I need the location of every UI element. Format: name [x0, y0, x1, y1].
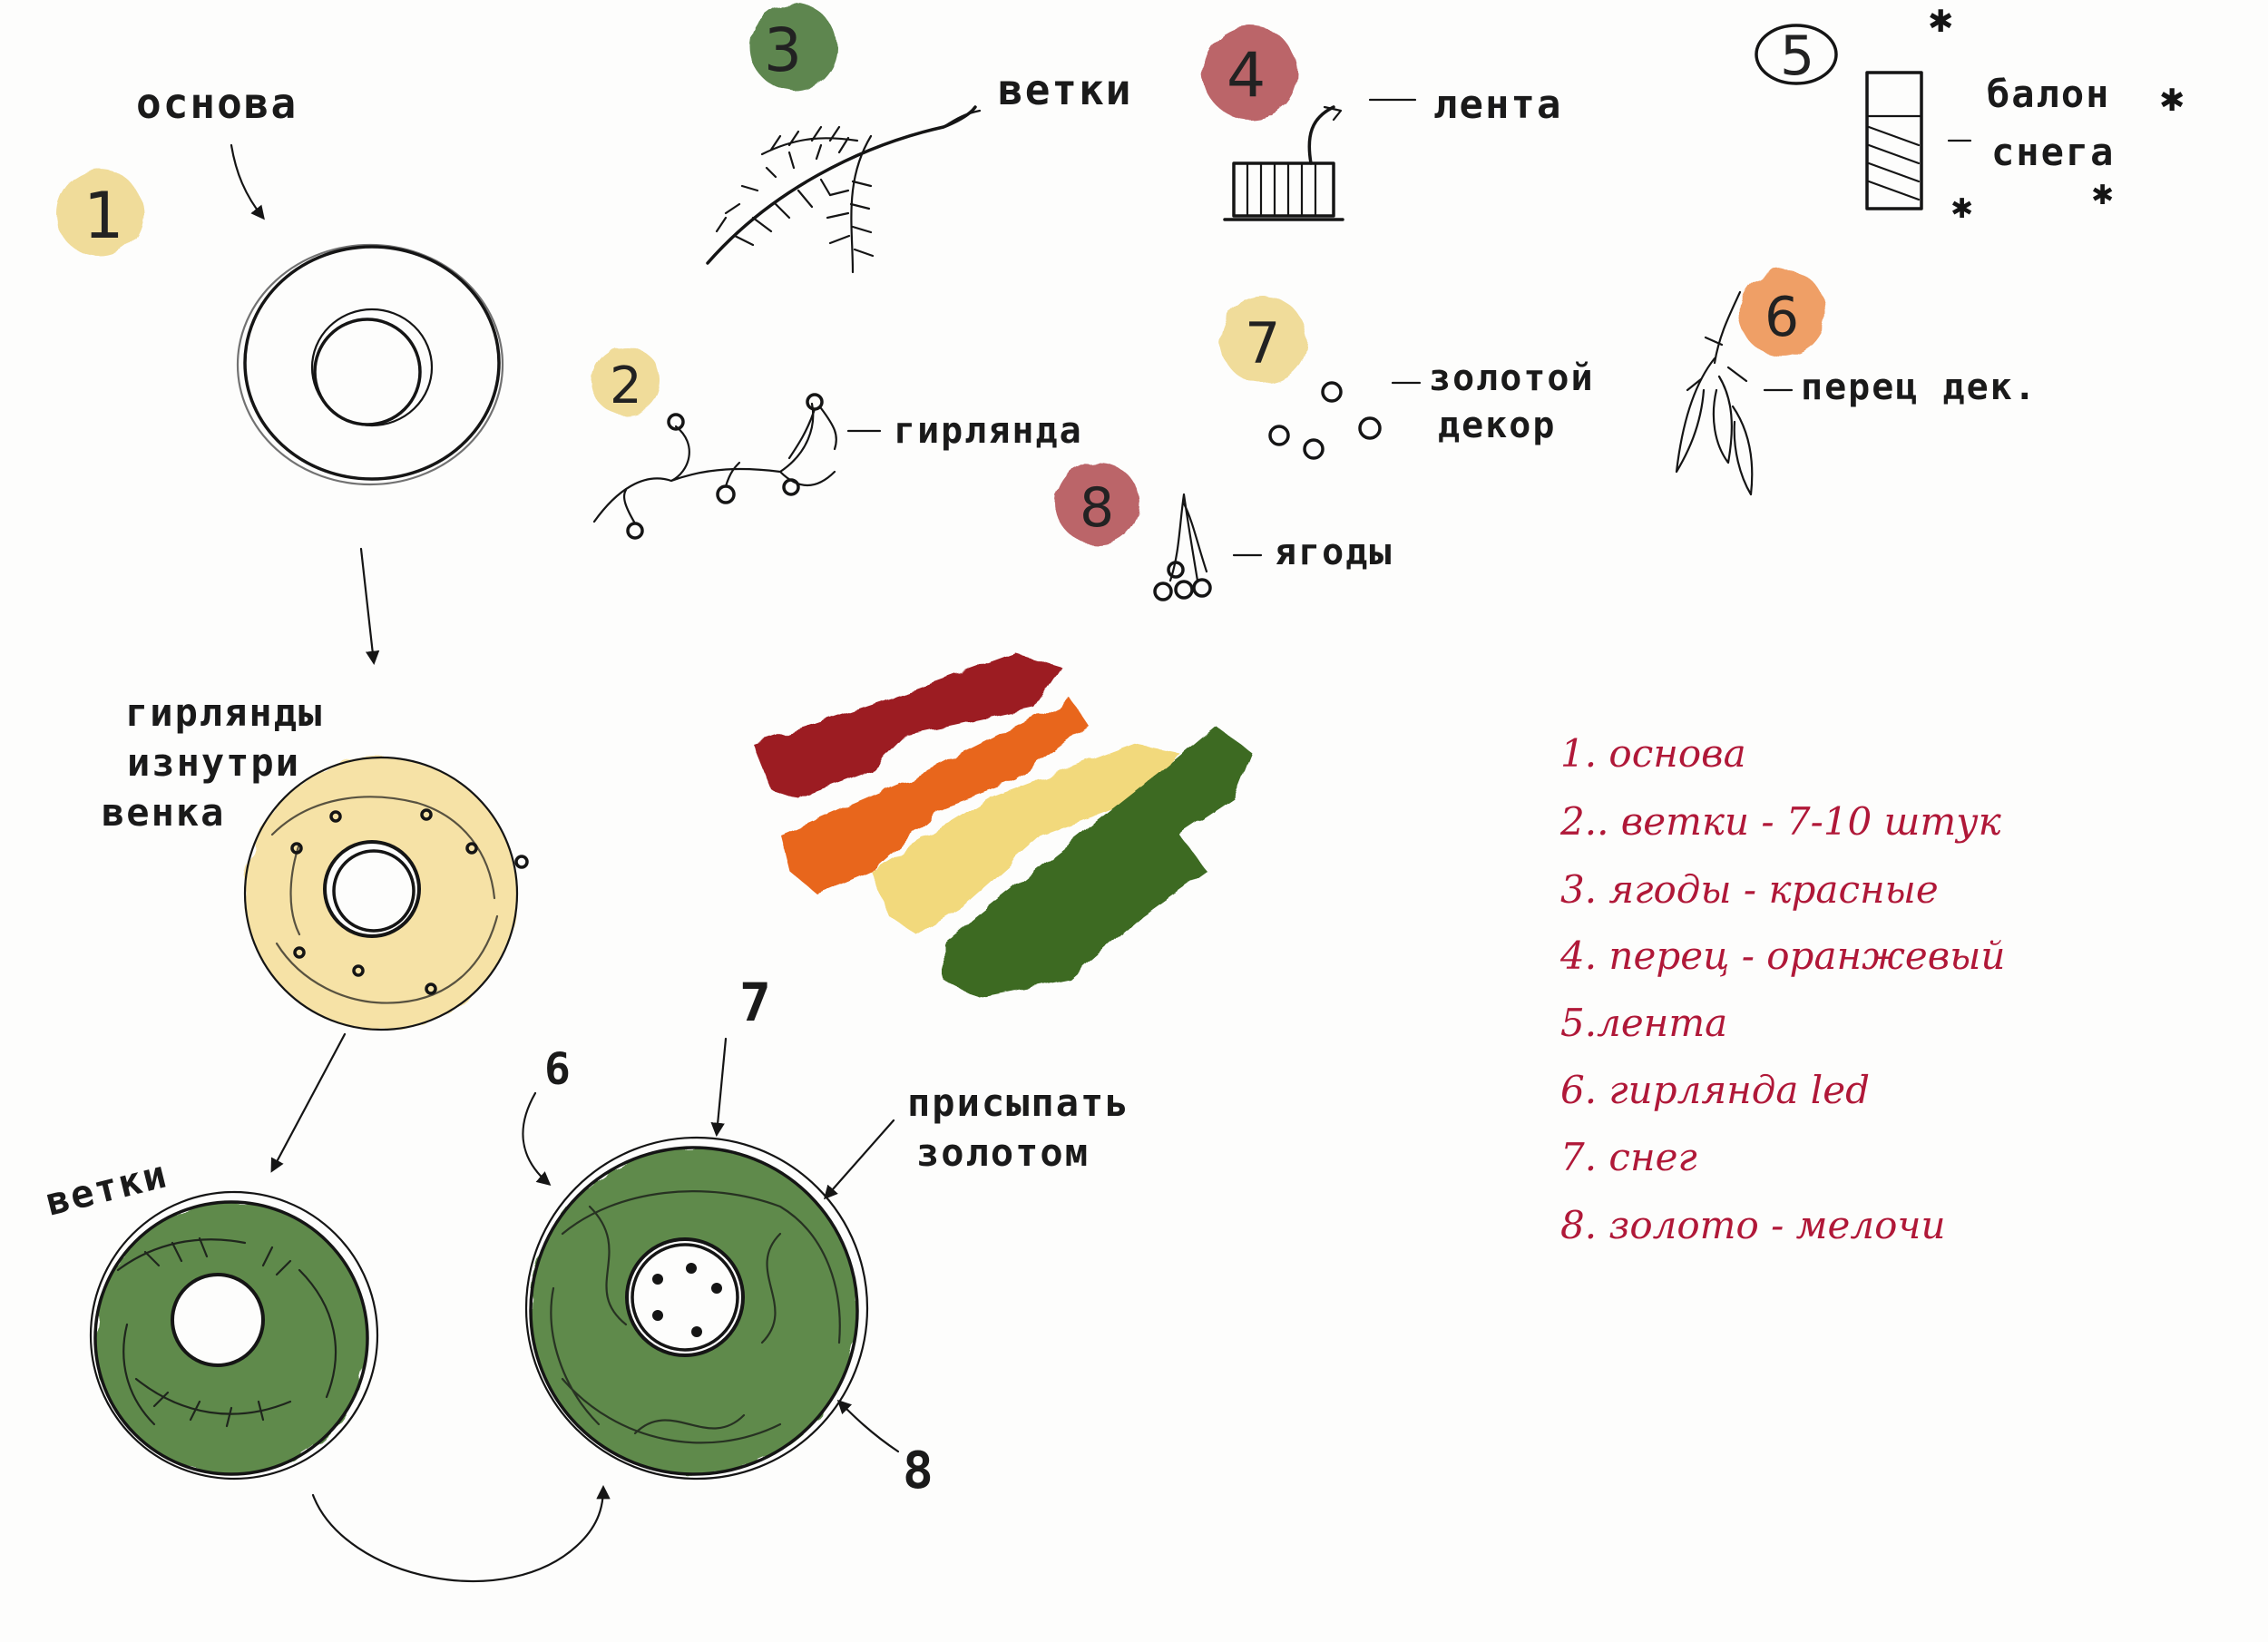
swatch-orange — [780, 699, 1089, 894]
legend-item: 6. гирлянда led — [1560, 1068, 1870, 1112]
swatch-yellow — [871, 744, 1179, 934]
wreath-step-garland: гирлянды изнутри венка — [102, 690, 529, 1031]
badge-1-yellow — [56, 170, 143, 257]
label-lenta: лента — [1433, 82, 1562, 128]
label-sprinkle-2: золотом — [916, 1130, 1090, 1175]
badge-4-label: 4 — [1227, 40, 1266, 112]
item-branches: 3 ветки — [706, 4, 1132, 274]
badge-6-orange — [1739, 269, 1826, 357]
arrow-to-base — [230, 143, 265, 220]
item-berries: 8 ягоды — [1056, 462, 1393, 601]
item-ribbon: 4 лента — [1203, 25, 1562, 221]
arrow-step-3-to-4 — [311, 1484, 611, 1582]
label-osnova: основа — [136, 79, 298, 128]
badge-5-outline — [1755, 24, 1838, 85]
snowflake-icon: ✱ — [1950, 193, 1973, 225]
wreath-step-final: 6 7 присыпать золотом 8 — [522, 972, 1130, 1500]
green-wreath-hole-1 — [171, 1273, 265, 1367]
badge-4-red — [1203, 25, 1297, 120]
legend-item: 2.. ветки - 7-10 штук — [1559, 799, 2002, 844]
gold-beads-icon — [1268, 381, 1382, 460]
arrow-step-2-to-3 — [270, 1032, 347, 1173]
legend-item: 1. основа — [1560, 731, 1746, 776]
legend-item: 7. снег — [1560, 1135, 1697, 1179]
snowflake-icon: ✱ — [2159, 83, 2185, 119]
badge-1-label: 1 — [83, 179, 124, 253]
label-vetki: ветки — [998, 65, 1132, 114]
label-sprinkle-1: присыпать — [907, 1080, 1130, 1125]
swatch-red — [753, 653, 1061, 798]
label-garland-inside-3: венка — [102, 790, 225, 835]
label-snow-line2: снега — [1991, 130, 2115, 174]
label-berries: ягоды — [1275, 532, 1393, 573]
label-branches: ветки — [42, 1151, 172, 1225]
snowflake-icon: ✱ — [2091, 180, 2114, 211]
badge-6-label: 6 — [1765, 286, 1799, 349]
snowflake-icon: ✱ — [1928, 4, 1954, 40]
badge-5-label: 5 — [1780, 24, 1814, 88]
label-pepper: перец дек. — [1801, 367, 2038, 408]
arrow-step-1-to-2 — [359, 547, 380, 666]
badge-8-red — [1056, 462, 1139, 545]
badge-7-yellow — [1220, 297, 1307, 384]
label-gold-line1: золотой — [1429, 357, 1595, 399]
garland-icon — [592, 393, 837, 540]
branch-scribbles — [116, 1236, 337, 1428]
base-ring-icon — [236, 243, 504, 486]
label-garland-inside-1: гирлянды — [125, 690, 323, 735]
ribbon-spool-icon — [1223, 105, 1344, 221]
branch-icon — [706, 105, 982, 274]
swatch-green — [943, 726, 1252, 998]
scribble-fill — [550, 1190, 841, 1444]
item-snow-can: 5 балон снега ✱ ✱ ✱ ✱ — [1755, 4, 2185, 225]
arrow-to-7 — [710, 1037, 728, 1138]
green-wreath-hole-2 — [625, 1237, 745, 1357]
berries-icon — [1153, 493, 1212, 601]
yellow-wreath-hole — [323, 840, 421, 938]
arrow-to-8 — [836, 1399, 900, 1453]
badge-8-label: 8 — [1080, 476, 1114, 540]
label-num-6: 6 — [544, 1044, 572, 1095]
item-pepper: 6 перец дек. — [1675, 269, 2038, 496]
legend-item: 3. ягоды - красные — [1560, 867, 1939, 912]
badge-3-green — [750, 4, 837, 91]
wreath-step-branches: ветки — [42, 1151, 379, 1481]
item-base: 1 основа — [56, 79, 504, 486]
label-num-7: 7 — [739, 972, 773, 1033]
arrow-sprinkle — [823, 1119, 895, 1200]
label-snow-line1: балон — [1987, 72, 2110, 116]
arrow-to-6 — [522, 1091, 552, 1187]
badge-2-label: 2 — [610, 357, 642, 415]
color-palette — [753, 653, 1252, 998]
badge-2-yellow — [591, 347, 660, 415]
legend-item: 4. перец - оранжевый — [1559, 933, 2005, 978]
legend-item: 5.лента — [1560, 1001, 1727, 1045]
badge-7-label: 7 — [1245, 310, 1280, 376]
spray-can-icon — [1865, 71, 1923, 210]
label-num-8: 8 — [903, 1442, 935, 1500]
label-garland-inside-2: изнутри — [127, 740, 300, 785]
label-gold-line2: декор — [1438, 405, 1556, 446]
item-garland: 2 гирлянда — [591, 347, 1083, 540]
item-gold-decor: 7 золотой декор — [1220, 297, 1595, 460]
legend: 1. основа 2.. ветки - 7-10 штук 3. ягоды… — [1559, 731, 2005, 1247]
badge-3-label: 3 — [764, 15, 802, 85]
legend-item: 8. золото - мелочи — [1560, 1203, 1946, 1247]
pepper-icon — [1675, 290, 1754, 496]
label-garland: гирлянда — [894, 410, 1083, 452]
